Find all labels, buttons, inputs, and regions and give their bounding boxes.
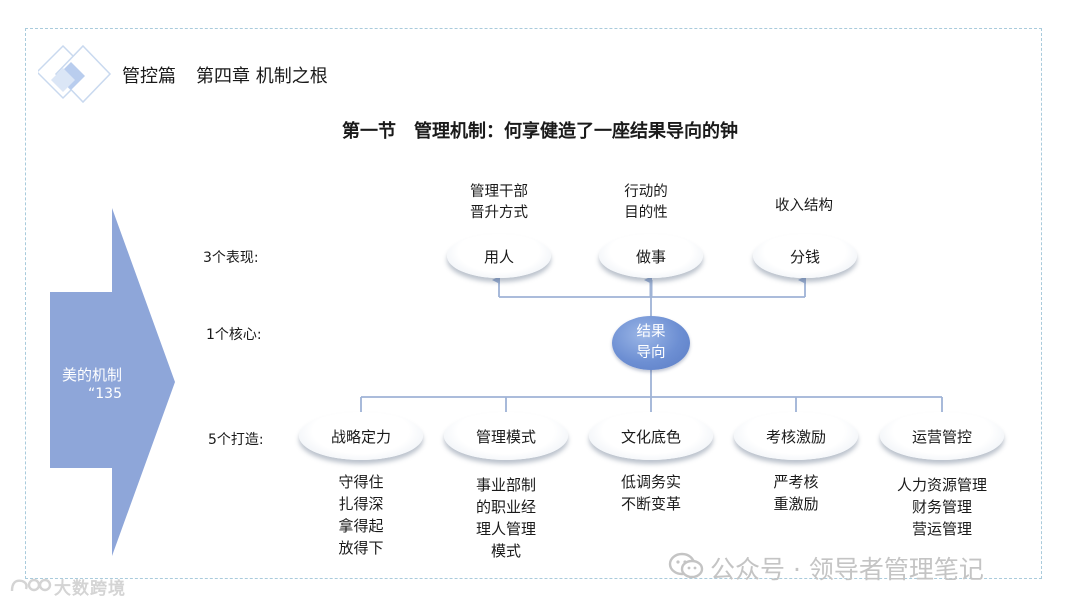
desc-line: 低调务实: [620, 473, 681, 491]
row-label-builds: 5个打造:: [208, 432, 264, 448]
desc-line: 理人管理: [475, 520, 536, 538]
desc-line: 不断变革: [620, 495, 681, 513]
build-oval-management-model: 管理模式: [444, 412, 568, 460]
watermark-account: 公众号 · 领导者管理笔记: [710, 555, 984, 584]
watermark-brand: 大数跨境: [54, 579, 126, 599]
build-oval-strategy: 战略定力: [299, 412, 423, 460]
core-line: 结果: [636, 324, 666, 340]
desc-line: 营运管理: [911, 520, 972, 538]
core-node: 结果 导向: [612, 316, 690, 370]
core-line: 导向: [636, 345, 666, 361]
build-description: 低调务实 不断变革: [601, 471, 701, 515]
caption-line: 行动的: [624, 184, 668, 200]
desc-line: 扎得深: [338, 495, 384, 513]
row-label-expressions: 3个表现:: [203, 250, 259, 266]
build-description: 严考核 重激励: [746, 471, 846, 515]
desc-line: 财务管理: [911, 498, 972, 516]
build-oval-operations: 运营管控: [880, 412, 1004, 460]
build-description: 事业部制 的职业经 理人管理 模式: [456, 474, 556, 562]
desc-line: 人力资源管理: [896, 476, 987, 494]
wechat-icon: [668, 552, 704, 579]
build-description: 人力资源管理 财务管理 营运管理: [877, 474, 1007, 540]
desc-line: 重激励: [773, 495, 819, 513]
desc-line: 守得住: [338, 473, 384, 491]
build-oval-culture: 文化底色: [589, 412, 713, 460]
expression-oval-doing: 做事: [599, 234, 703, 278]
desc-line: 放得下: [338, 539, 384, 557]
arrow-title: 美的机制: [62, 366, 123, 384]
caption-line: 晋升方式: [470, 205, 528, 221]
desc-line: 模式: [490, 542, 521, 560]
build-description: 守得住 扎得深 拿得起 放得下: [311, 471, 411, 559]
expression-oval-hiring: 用人: [447, 234, 551, 278]
section-title: 第一节 管理机制：何享健造了一座结果导向的钟: [342, 121, 738, 142]
caption-line: 管理干部: [470, 184, 528, 200]
desc-line: 拿得起: [338, 517, 384, 535]
caption-line: 收入结构: [775, 198, 833, 214]
diamond-logo-icon: [38, 44, 112, 104]
arrow-subtitle: “135: [88, 386, 122, 402]
row-label-core: 1个核心:: [206, 327, 262, 343]
arrow-shape: [50, 208, 175, 556]
desc-line: 事业部制: [475, 476, 536, 494]
desc-line: 严考核: [773, 473, 819, 491]
build-oval-incentive: 考核激励: [734, 412, 858, 460]
expression-caption: 收入结构: [749, 196, 859, 217]
header-title: 管控篇第四章 机制之根: [122, 62, 328, 88]
slide-frame: [25, 28, 1042, 579]
brand-logo-icon: [10, 578, 52, 592]
header-chapter: 第四章 机制之根: [196, 66, 328, 87]
expression-caption: 行动的 目的性: [591, 182, 701, 224]
caption-line: 目的性: [624, 205, 668, 221]
expression-oval-pay: 分钱: [753, 234, 857, 278]
desc-line: 的职业经: [475, 498, 536, 516]
expression-caption: 管理干部 晋升方式: [444, 182, 554, 224]
header-part: 管控篇: [122, 66, 176, 87]
